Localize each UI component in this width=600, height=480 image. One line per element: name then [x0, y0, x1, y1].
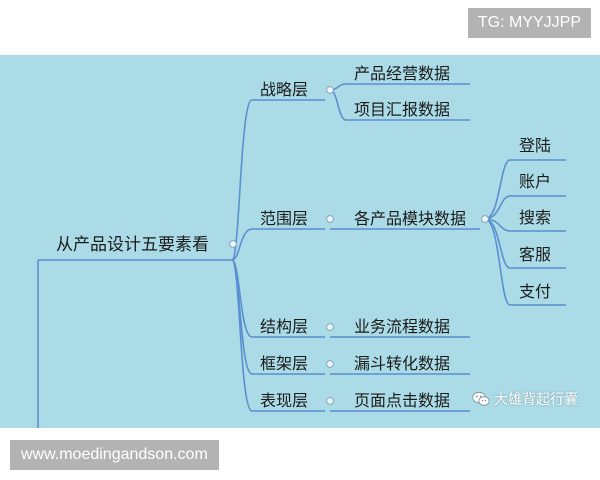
url-tag: www.moedingandson.com [10, 440, 219, 470]
skeleton-child-funnel: 漏斗转化数据 [354, 354, 451, 373]
strategy-child-operations: 产品经营数据 [354, 64, 451, 83]
wechat-icon [472, 391, 490, 406]
module-search: 搜索 [519, 208, 552, 227]
watermark: 大雄背起行囊 [472, 389, 578, 409]
layer-skeleton: 框架层 [260, 354, 309, 373]
structure-child-process: 业务流程数据 [354, 317, 451, 336]
strategy-child-report: 项目汇报数据 [354, 100, 451, 119]
watermark-text: 大雄背起行囊 [494, 392, 578, 408]
module-payment: 支付 [519, 282, 552, 301]
tg-tag: TG: MYYJJPP [467, 8, 591, 38]
mindmap-canvas [0, 55, 600, 428]
module-login: 登陆 [519, 136, 552, 155]
scope-child-modules: 各产品模块数据 [354, 209, 467, 228]
layer-scope: 范围层 [260, 209, 309, 228]
module-service: 客服 [519, 245, 552, 264]
layer-strategy: 战略层 [260, 80, 309, 99]
root-topic: 从产品设计五要素看 [56, 235, 209, 255]
surface-child-clicks: 页面点击数据 [354, 391, 451, 410]
layer-structure: 结构层 [260, 317, 309, 336]
module-account: 账户 [519, 172, 552, 191]
layer-surface: 表现层 [260, 391, 309, 410]
